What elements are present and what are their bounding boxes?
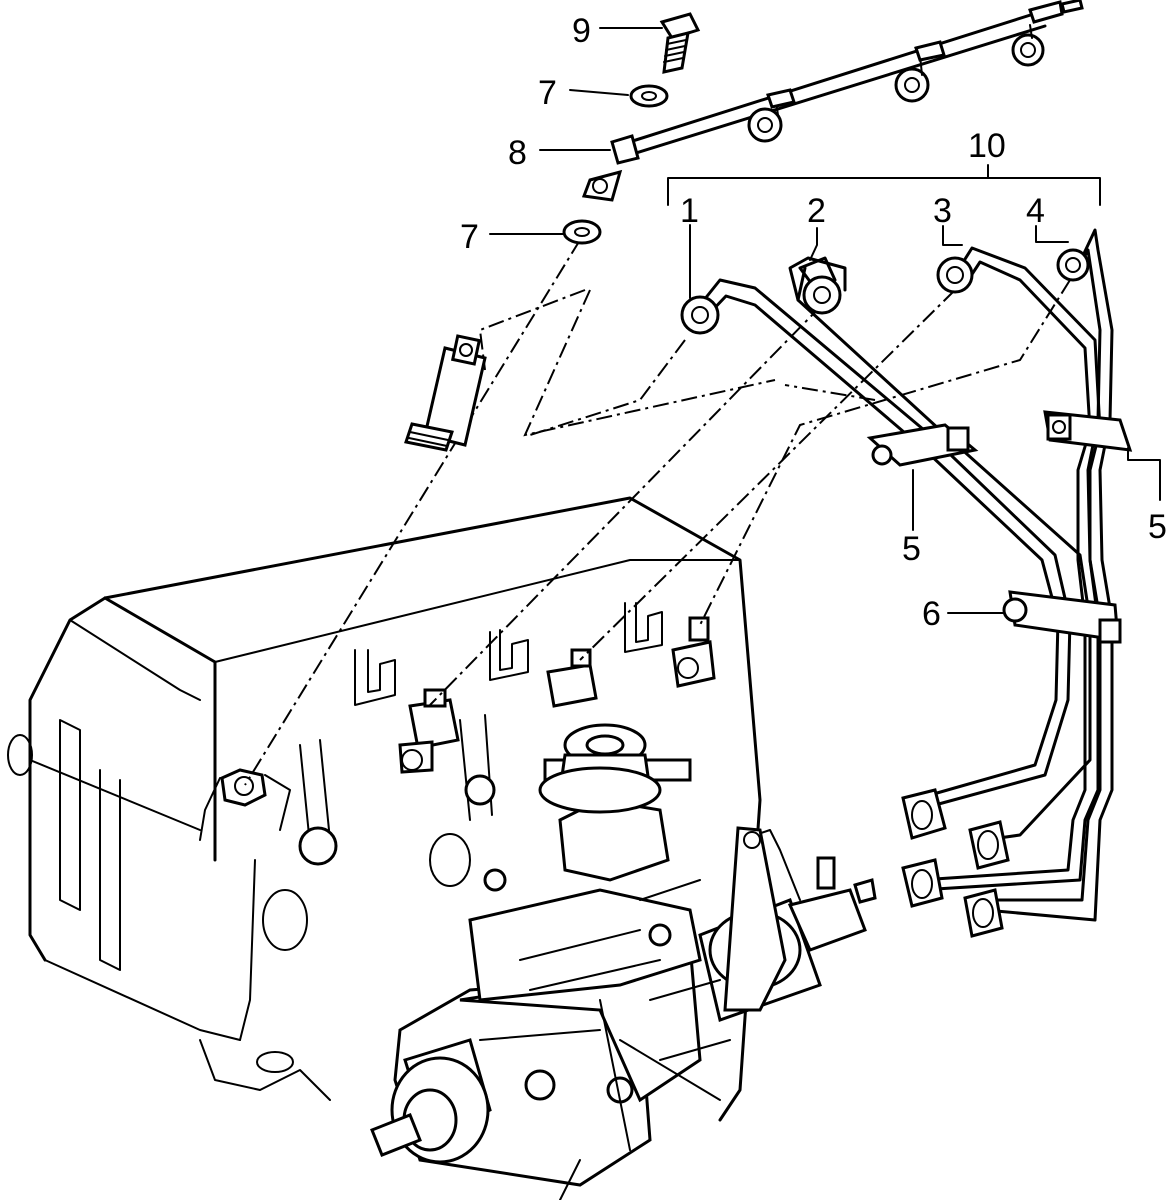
callout-5-left: 5 [902, 530, 921, 568]
sealing-washers [562, 84, 669, 245]
callout-7-bottom: 7 [460, 218, 479, 256]
callout-7-top: 7 [538, 74, 557, 112]
injection-pump [370, 723, 877, 1200]
assembly-guide-lines [244, 239, 1071, 786]
callout-3: 3 [933, 192, 952, 230]
callout-10: 10 [968, 127, 1006, 165]
injector-pipe-set [680, 228, 1114, 938]
injector-3-installed [546, 648, 598, 708]
clamp-5-right [1043, 410, 1133, 452]
glow-plug-terminals [298, 774, 496, 866]
injector-2-installed [398, 688, 460, 774]
callout-leaders [489, 27, 1161, 614]
callout-6: 6 [922, 595, 941, 633]
pipe-clamps [866, 410, 1133, 644]
callout-2: 2 [807, 192, 826, 230]
clamp-5-left [866, 423, 979, 467]
callout-5-right: 5 [1148, 508, 1167, 546]
banjo-bolt [659, 12, 701, 74]
injector-exploded [404, 334, 487, 452]
leak-off-pipe [581, 0, 1084, 202]
injector-1-installed [199, 768, 291, 841]
clamp-6 [1002, 590, 1122, 644]
callout-9: 9 [572, 12, 591, 50]
callout-8: 8 [508, 134, 527, 172]
injector-4-installed [671, 616, 716, 688]
callout-4: 4 [1026, 192, 1045, 230]
installed-injectors [199, 616, 716, 866]
callout-1: 1 [680, 192, 699, 230]
callout-labels: 9 7 8 7 10 1 2 3 4 5 5 6 [460, 12, 1167, 633]
